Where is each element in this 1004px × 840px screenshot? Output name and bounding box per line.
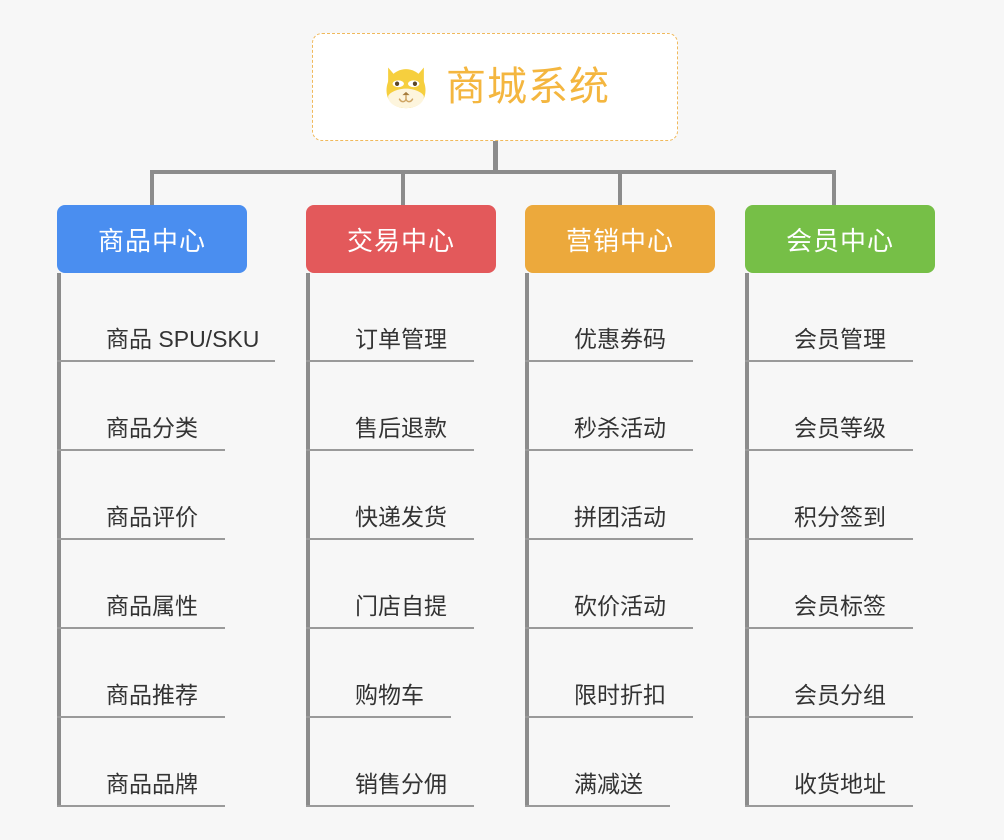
list-item[interactable]: 秒杀活动 bbox=[525, 362, 715, 451]
leaf-label: 订单管理 bbox=[355, 325, 447, 352]
leaf-underline bbox=[525, 538, 693, 540]
leaf-underline bbox=[57, 449, 225, 451]
leaf-label: 商品评价 bbox=[106, 503, 198, 530]
list-item[interactable]: 会员管理 bbox=[745, 273, 935, 362]
leaf-underline bbox=[306, 538, 474, 540]
connector-drop-4 bbox=[832, 170, 836, 208]
list-item[interactable]: 商品属性 bbox=[57, 540, 247, 629]
leaf-underline bbox=[306, 805, 474, 807]
leaf-label: 限时折扣 bbox=[574, 681, 666, 708]
leaf-label: 积分签到 bbox=[794, 503, 886, 530]
leaf-underline bbox=[57, 627, 225, 629]
leaf-underline bbox=[306, 360, 474, 362]
leaf-underline bbox=[306, 449, 474, 451]
list-item[interactable]: 销售分佣 bbox=[306, 718, 496, 807]
leaf-label: 快递发货 bbox=[355, 503, 447, 530]
leaf-underline bbox=[745, 538, 913, 540]
leaf-underline bbox=[745, 360, 913, 362]
leaf-label: 商品 SPU/SKU bbox=[106, 325, 260, 352]
leaf-label: 商品品牌 bbox=[106, 770, 198, 797]
list-item[interactable]: 会员标签 bbox=[745, 540, 935, 629]
leaf-label: 优惠券码 bbox=[574, 325, 666, 352]
root-node[interactable]: 商城系统 bbox=[312, 33, 678, 141]
leaf-label: 会员标签 bbox=[794, 592, 886, 619]
list-item[interactable]: 商品品牌 bbox=[57, 718, 247, 807]
leaf-label: 商品分类 bbox=[106, 414, 198, 441]
category-title: 会员中心 bbox=[785, 225, 894, 256]
category-column-2: 营销中心 优惠券码 秒杀活动 拼团活动 砍价活动 限时折扣 bbox=[525, 205, 715, 807]
list-item[interactable]: 收货地址 bbox=[745, 718, 935, 807]
list-item[interactable]: 会员分组 bbox=[745, 629, 935, 718]
leaf-label: 拼团活动 bbox=[574, 503, 666, 530]
leaf-label: 购物车 bbox=[355, 681, 424, 708]
leaf-label: 售后退款 bbox=[355, 414, 447, 441]
leaf-list-3: 会员管理 会员等级 积分签到 会员标签 会员分组 收货地址 bbox=[745, 273, 935, 807]
leaf-label: 收货地址 bbox=[794, 770, 886, 797]
list-item[interactable]: 砍价活动 bbox=[525, 540, 715, 629]
category-column-0: 商品中心 商品 SPU/SKU 商品分类 商品评价 商品属性 商品推荐 bbox=[57, 205, 275, 807]
shiba-dog-icon bbox=[386, 67, 426, 109]
leaf-label: 会员管理 bbox=[794, 325, 886, 352]
leaf-underline bbox=[745, 449, 913, 451]
leaf-underline bbox=[57, 716, 225, 718]
list-item[interactable]: 订单管理 bbox=[306, 273, 496, 362]
leaf-label: 商品属性 bbox=[106, 592, 198, 619]
connector-drop-1 bbox=[150, 170, 154, 208]
leaf-underline bbox=[525, 360, 693, 362]
list-item[interactable]: 商品推荐 bbox=[57, 629, 247, 718]
list-item[interactable]: 优惠券码 bbox=[525, 273, 715, 362]
leaf-label: 会员等级 bbox=[794, 414, 886, 441]
leaf-underline bbox=[525, 627, 693, 629]
leaf-underline bbox=[525, 805, 670, 807]
leaf-underline bbox=[525, 716, 693, 718]
list-item[interactable]: 满减送 bbox=[525, 718, 715, 807]
category-column-3: 会员中心 会员管理 会员等级 积分签到 会员标签 会员分组 bbox=[745, 205, 935, 807]
category-header-3[interactable]: 会员中心 bbox=[745, 205, 935, 273]
leaf-list-2: 优惠券码 秒杀活动 拼团活动 砍价活动 限时折扣 满减送 bbox=[525, 273, 715, 807]
root-title: 商城系统 bbox=[446, 65, 610, 109]
list-item[interactable]: 快递发货 bbox=[306, 451, 496, 540]
leaf-underline bbox=[525, 449, 693, 451]
list-item[interactable]: 商品分类 bbox=[57, 362, 247, 451]
category-header-0[interactable]: 商品中心 bbox=[57, 205, 247, 273]
list-item[interactable]: 限时折扣 bbox=[525, 629, 715, 718]
connector-drop-2 bbox=[401, 170, 405, 208]
list-item[interactable]: 拼团活动 bbox=[525, 451, 715, 540]
category-header-1[interactable]: 交易中心 bbox=[306, 205, 496, 273]
list-item[interactable]: 商品评价 bbox=[57, 451, 247, 540]
category-header-2[interactable]: 营销中心 bbox=[525, 205, 715, 273]
leaf-underline bbox=[57, 805, 225, 807]
category-title: 交易中心 bbox=[346, 225, 455, 256]
leaf-underline bbox=[57, 360, 275, 362]
leaf-underline bbox=[745, 716, 913, 718]
connector-horizontal-bus bbox=[150, 170, 836, 174]
leaf-underline bbox=[306, 627, 474, 629]
leaf-label: 商品推荐 bbox=[106, 681, 198, 708]
list-item[interactable]: 门店自提 bbox=[306, 540, 496, 629]
leaf-list-0: 商品 SPU/SKU 商品分类 商品评价 商品属性 商品推荐 商品品牌 bbox=[57, 273, 275, 807]
list-item[interactable]: 商品 SPU/SKU bbox=[57, 273, 275, 362]
list-item[interactable]: 会员等级 bbox=[745, 362, 935, 451]
leaf-underline bbox=[745, 805, 913, 807]
leaf-underline bbox=[57, 538, 225, 540]
list-item[interactable]: 积分签到 bbox=[745, 451, 935, 540]
leaf-underline bbox=[745, 627, 913, 629]
leaf-list-1: 订单管理 售后退款 快递发货 门店自提 购物车 销售分佣 bbox=[306, 273, 496, 807]
category-title: 营销中心 bbox=[565, 225, 674, 256]
list-item[interactable]: 购物车 bbox=[306, 629, 496, 718]
list-item[interactable]: 售后退款 bbox=[306, 362, 496, 451]
leaf-label: 门店自提 bbox=[355, 592, 447, 619]
leaf-label: 满减送 bbox=[574, 770, 643, 797]
leaf-label: 砍价活动 bbox=[574, 592, 666, 619]
leaf-label: 销售分佣 bbox=[355, 770, 447, 797]
category-title: 商品中心 bbox=[97, 225, 206, 256]
connector-root-stub bbox=[493, 141, 498, 172]
leaf-label: 会员分组 bbox=[794, 681, 886, 708]
leaf-label: 秒杀活动 bbox=[574, 414, 666, 441]
leaf-underline bbox=[306, 716, 451, 718]
category-column-1: 交易中心 订单管理 售后退款 快递发货 门店自提 购物车 bbox=[306, 205, 496, 807]
connector-drop-3 bbox=[618, 170, 622, 208]
